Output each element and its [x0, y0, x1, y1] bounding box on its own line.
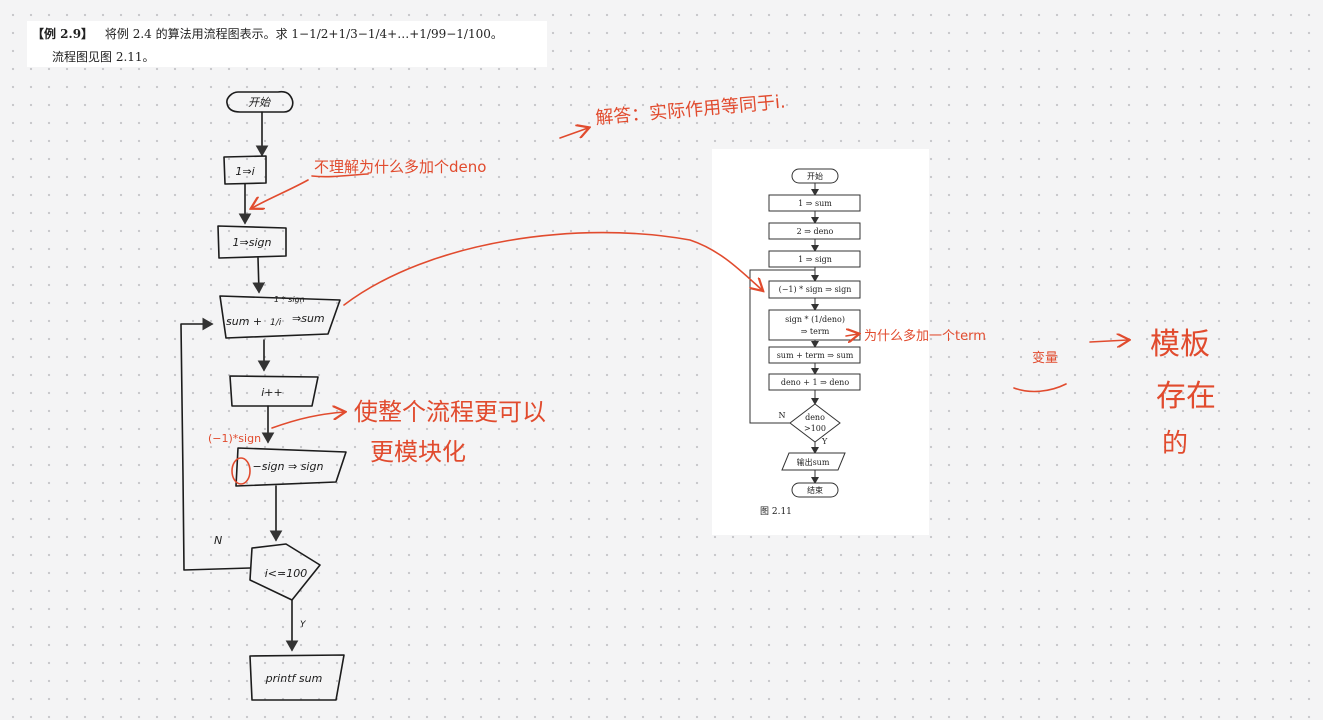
svg-text:2 ⇒ deno: 2 ⇒ deno [797, 227, 834, 236]
printed-output [781, 452, 846, 471]
svg-text:1 * sign: 1 * sign [274, 295, 305, 304]
question-term-2: 变量 [1032, 350, 1058, 366]
modular-note: 使整个流程更可以 [354, 398, 546, 426]
svg-text:i<=100: i<=100 [265, 567, 308, 580]
printed-step-term [768, 309, 861, 341]
svg-text:−sign ⇒ sign: −sign ⇒ sign [253, 460, 324, 473]
problem-note: 流程图见图 2.11。 [52, 49, 155, 64]
answer-deno: 解答：实际作用等同于i. [595, 91, 787, 129]
svg-text:(−1) * sign ⇒ sign: (−1) * sign ⇒ sign [779, 285, 852, 294]
hw-step-inc [229, 375, 319, 407]
svg-text:>100: >100 [804, 424, 826, 433]
arrow-to-sign-step [252, 179, 309, 208]
question-deno: 不理解为什么多加个deno [314, 158, 486, 176]
svg-text:1 ⇒ sign: 1 ⇒ sign [798, 255, 832, 264]
problem-scan: 【例 2.9】 将例 2.4 的算法用流程图表示。求 1−1/2+1/3−1/4… [27, 21, 547, 67]
reason-line-3: 的 [1162, 429, 1188, 459]
svg-text:i++: i++ [261, 386, 283, 399]
svg-text:⇒ term: ⇒ term [801, 327, 830, 336]
reason-line-2: 存在 [1156, 379, 1216, 414]
svg-text:1/i: 1/i [270, 318, 282, 328]
printed-no-label: N [779, 411, 786, 420]
svg-text:sum + term ⇒ sum: sum + term ⇒ sum [777, 351, 854, 360]
hw-start [226, 90, 294, 113]
hw-step-i [223, 155, 267, 185]
hw-step-sign [217, 225, 287, 259]
hw-loop-line [180, 317, 251, 571]
problem-tag: 【例 2.9】 [32, 26, 93, 41]
svg-text:deno: deno [805, 413, 825, 422]
hw-decision [249, 543, 321, 601]
problem-statement: 将例 2.4 的算法用流程图表示。求 1−1/2+1/3−1/4+…+1/99−… [105, 26, 503, 41]
svg-text:开始: 开始 [248, 96, 271, 109]
svg-text:printf sum: printf sum [265, 672, 323, 685]
sign-circle [231, 457, 251, 485]
svg-text:结束: 结束 [807, 485, 823, 495]
printed-loop-line [749, 269, 816, 424]
svg-text:sign * (1/deno): sign * (1/deno) [785, 315, 845, 324]
svg-text:1⇒sign: 1⇒sign [233, 236, 272, 249]
term-underline [1013, 383, 1067, 393]
hw-branch-no: N [214, 534, 222, 547]
svg-text:sum +: sum + [226, 315, 262, 328]
hw-step-sum [219, 295, 341, 339]
hw-output [249, 654, 345, 701]
handwritten-flowchart: 开始 1⇒i 1⇒sign sum + 1 * sign 1/i ⇒sum i+… [180, 90, 347, 701]
svg-text:输出sum: 输出sum [797, 457, 830, 467]
svg-text:1⇒i: 1⇒i [235, 165, 254, 178]
link-arrow [343, 231, 762, 306]
modular-note-2: 更模块化 [370, 438, 466, 466]
svg-text:deno + 1 ⇒ deno: deno + 1 ⇒ deno [781, 378, 850, 387]
printed-caption: 图 2.11 [760, 506, 792, 517]
svg-text:1 ⇒ sum: 1 ⇒ sum [798, 199, 832, 208]
hw-step-flip [235, 447, 347, 487]
svg-text:【例 2.9】 将例 2.4 的算法用流程图表示: 【例 2.9】 将例 2.4 的算法用流程图表示。求 1−1/2+1/3−1/4… [32, 26, 503, 41]
svg-text:开始: 开始 [807, 171, 823, 181]
hw-branch-yes: Y [300, 620, 307, 630]
printed-end [791, 482, 839, 498]
svg-text:⇒sum: ⇒sum [292, 312, 325, 325]
printed-yes-label: Y [821, 437, 828, 446]
printed-flowchart: 开始 1 ⇒ sum 2 ⇒ deno 1 ⇒ sign (−1) * sign… [712, 149, 929, 535]
reason-line-1: 模板 [1150, 327, 1210, 362]
sign-note: (−1)*sign [208, 432, 261, 445]
question-term: 为什么多加一个term [864, 328, 986, 344]
